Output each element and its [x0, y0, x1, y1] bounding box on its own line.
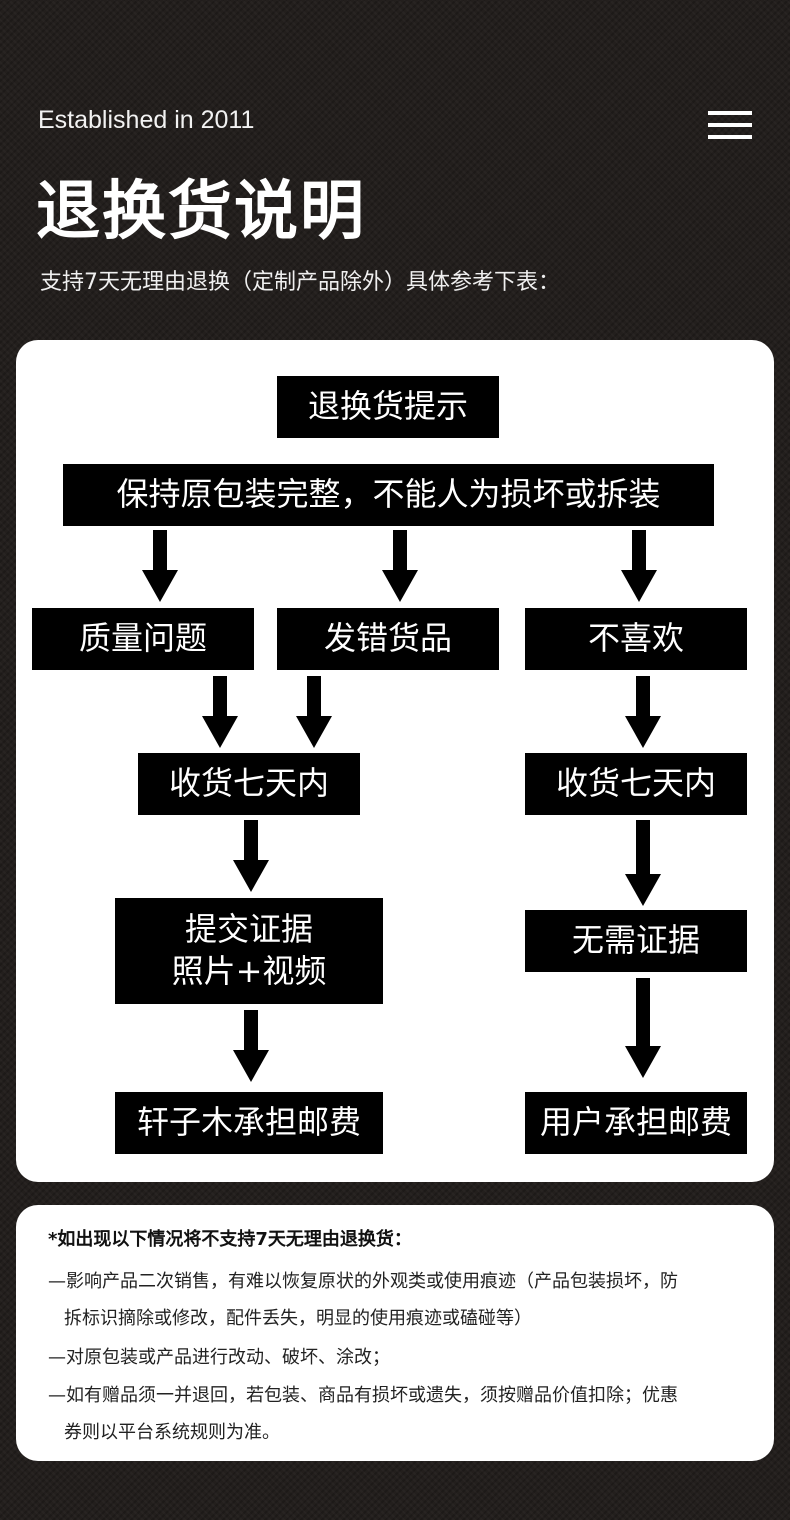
flow-box-seller-pays-shipping: 轩子木承担邮费	[115, 1092, 383, 1154]
flow-box-condition: 保持原包装完整，不能人为损坏或拆装	[63, 464, 714, 526]
note-item: —如有赠品须一并退回，若包装、商品有损坏或遗失，须按赠品价值扣除；优惠	[48, 1385, 678, 1406]
flow-box-within-7-days-left-label: 收货七天内	[168, 764, 329, 803]
flow-box-quality-label: 质量问题	[78, 619, 207, 658]
flow-box-seller-pays-label: 轩子木承担邮费	[136, 1103, 361, 1142]
page-title: 退换货说明	[36, 175, 366, 249]
down-arrow-icon	[233, 1010, 269, 1082]
flow-box-tips-label: 退换货提示	[307, 387, 468, 426]
flow-box-evidence-line1: 提交证据	[184, 910, 313, 949]
flow-box-submit-evidence: 提交证据 照片+视频	[115, 898, 383, 1004]
flow-box-tips: 退换货提示	[277, 376, 499, 438]
down-arrow-icon	[233, 820, 269, 892]
flow-box-evidence-line2: 照片+视频	[171, 952, 327, 990]
down-arrow-icon	[296, 676, 332, 748]
flow-box-within-7-days-left: 收货七天内	[138, 753, 360, 815]
flow-box-dislike: 不喜欢	[525, 608, 747, 670]
flow-box-wrong-item: 发错货品	[277, 608, 499, 670]
note-item-continuation: 券则以平台系统规则为准。	[64, 1422, 280, 1443]
down-arrow-icon	[625, 820, 661, 906]
flowchart-card: 退换货提示 保持原包装完整，不能人为损坏或拆装 质量问题 发错货品 不喜欢 收货…	[16, 340, 774, 1182]
page-subtitle: 支持7天无理由退换（定制产品除外）具体参考下表：	[40, 270, 560, 295]
flow-box-condition-label: 保持原包装完整，不能人为损坏或拆装	[116, 475, 661, 514]
flow-box-user-pays-label: 用户承担邮费	[539, 1103, 732, 1142]
down-arrow-icon	[625, 676, 661, 748]
notes-card: *如出现以下情况将不支持7天无理由退换货： —影响产品二次销售，有难以恢复原状的…	[16, 1205, 774, 1461]
hamburger-menu-icon[interactable]	[708, 111, 752, 139]
down-arrow-icon	[621, 530, 657, 602]
flow-box-wrong-item-label: 发错货品	[323, 619, 452, 658]
notes-title: *如出现以下情况将不支持7天无理由退换货：	[48, 1229, 412, 1250]
note-item: —影响产品二次销售，有难以恢复原状的外观类或使用痕迹（产品包装损坏，防	[48, 1271, 678, 1292]
down-arrow-icon	[142, 530, 178, 602]
flow-box-within-7-days-right: 收货七天内	[525, 753, 747, 815]
note-item: —对原包装或产品进行改动、破坏、涂改；	[48, 1347, 390, 1368]
down-arrow-icon	[202, 676, 238, 748]
down-arrow-icon	[382, 530, 418, 602]
flow-box-dislike-label: 不喜欢	[587, 619, 684, 658]
flow-box-no-evidence: 无需证据	[525, 910, 747, 972]
down-arrow-icon	[625, 978, 661, 1078]
note-item-continuation: 拆标识摘除或修改，配件丢失，明显的使用痕迹或磕碰等）	[64, 1308, 532, 1329]
flow-box-user-pays-shipping: 用户承担邮费	[525, 1092, 747, 1154]
flow-box-within-7-days-right-label: 收货七天内	[555, 764, 716, 803]
flow-box-quality-issue: 质量问题	[32, 608, 254, 670]
flow-box-no-evidence-label: 无需证据	[571, 921, 700, 960]
established-text: Established in 2011	[38, 106, 255, 134]
